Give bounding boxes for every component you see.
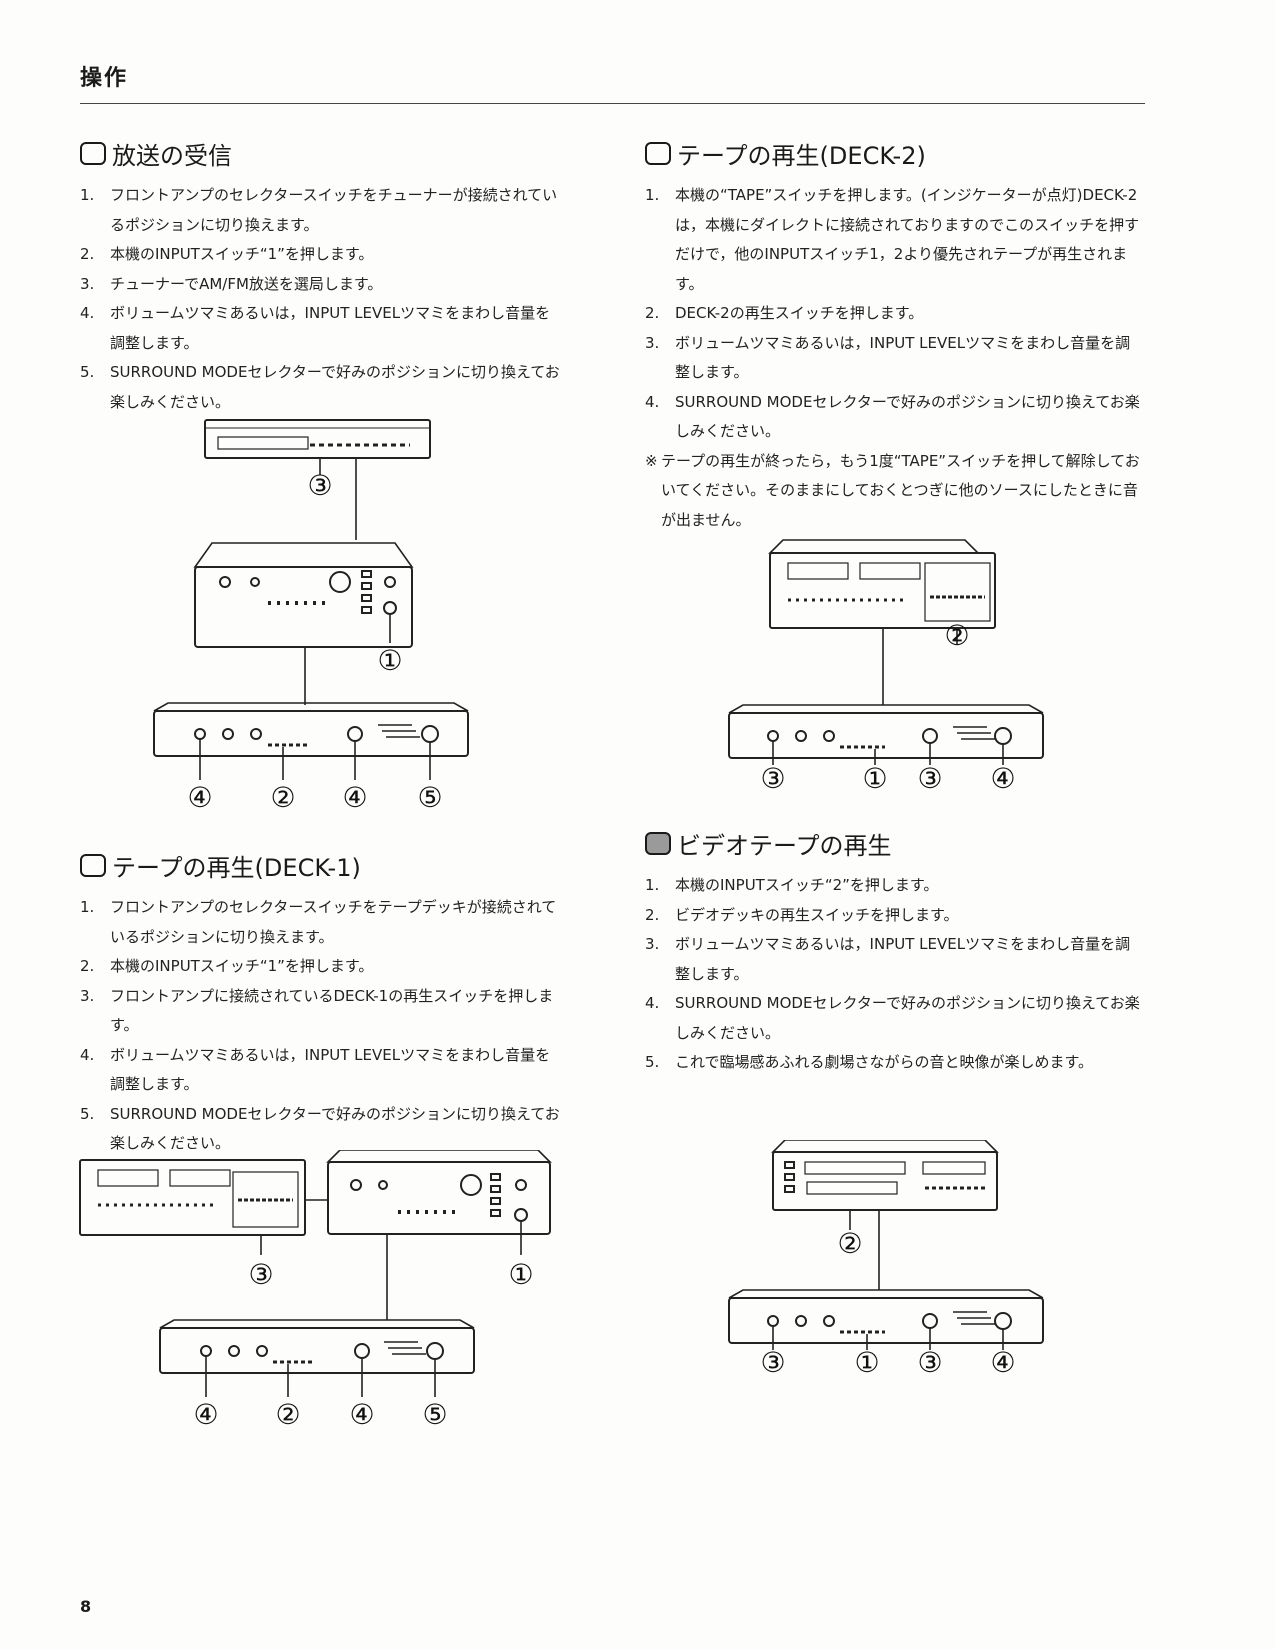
square-bullet-icon xyxy=(80,142,106,165)
list-item: 3.ボリュームツマミあるいは，INPUT LEVELツマミをまわし音量を調整しま… xyxy=(645,333,1131,382)
page-number: 8 xyxy=(80,1597,92,1616)
section-deck2: テープの再生(DECK-2) 1.本機の“TAPE”スイッチを押します。(インジ… xyxy=(645,136,1145,535)
callout-label: ④ xyxy=(990,1346,1015,1379)
section-radio: 放送の受信 1.フロントアンプのセレクタースイッチをチューナーが接続されているポ… xyxy=(80,136,560,417)
step-list: 1.本機の“TAPE”スイッチを押します。(インジケーターが点灯)DECK-2は… xyxy=(645,181,1145,447)
callout-label: ③ xyxy=(307,469,332,502)
section-video: ビデオテープの再生 1.本機のINPUTスイッチ“2”を押します。 2.ビデオデ… xyxy=(645,826,1145,1078)
list-item: 3.チューナーでAM/FM放送を選局します。 xyxy=(80,274,383,293)
list-item: 5.これで臨場感あふれる劇場さながらの音と映像が楽しめます。 xyxy=(645,1053,1094,1071)
list-item: 3.ボリュームツマミあるいは，INPUT LEVELツマミをまわし音量を調整しま… xyxy=(645,935,1131,983)
callout-label: ③ xyxy=(917,762,942,795)
diagram-deck1: ③ ① ④ ② ④ ⑤ xyxy=(79,1150,552,1431)
list-item: 5.SURROUND MODEセレクターで好みのポジションに切り換えてお楽しみく… xyxy=(80,363,560,411)
diagram-radio: ③ ① ④ ② ④ ⑤ xyxy=(153,419,469,814)
callout-label: ④ xyxy=(990,762,1015,795)
list-item: 4.ボリュームツマミあるいは，INPUT LEVELツマミをまわし音量を調整しま… xyxy=(80,1045,551,1094)
section-heading: テープの再生(DECK-1) xyxy=(80,848,560,883)
video-deck-illustration xyxy=(771,1140,999,1211)
callout-label: ④ xyxy=(187,781,212,814)
list-item: 1.本機のINPUTスイッチ“2”を押します。 xyxy=(645,876,939,894)
callout-label: ⑤ xyxy=(422,1398,447,1431)
cassette-deck-illustration xyxy=(79,1159,306,1236)
callout-label: ④ xyxy=(349,1398,374,1431)
list-item: 5.SURROUND MODEセレクターで好みのポジションに切り換えてお楽しみく… xyxy=(80,1104,560,1153)
callout-label: ① xyxy=(377,644,402,677)
section-deck1: テープの再生(DECK-1) 1.フロントアンプのセレクタースイッチをテープデッ… xyxy=(80,848,560,1159)
list-item: 4.SURROUND MODEセレクターで好みのポジションに切り換えてお楽しみく… xyxy=(645,392,1140,441)
callout-label: ① xyxy=(508,1258,533,1291)
section-heading: ビデオテープの再生 xyxy=(645,826,1145,861)
callout-label: ⑤ xyxy=(417,781,442,814)
amplifier-illustration xyxy=(326,1150,552,1235)
step-list: 1.フロントアンプのセレクタースイッチをテープデッキが接続されているポジションに… xyxy=(80,893,560,1159)
heading-text: テープの再生(DECK-2) xyxy=(677,142,926,170)
callout-label: ④ xyxy=(342,781,367,814)
callout-label: ③ xyxy=(760,762,785,795)
diagram-deck2: ② ③ ① ③ ④ xyxy=(728,539,1044,795)
heading-text: 放送の受信 xyxy=(112,142,232,170)
note: ※ テープの再生が終ったら，もう1度“TAPE”スイッチを押して解除しておいてく… xyxy=(645,451,1140,529)
surround-unit-illustration xyxy=(159,1319,475,1374)
list-item: 1.フロントアンプのセレクタースイッチをチューナーが接続されているポジションに切… xyxy=(80,186,558,234)
square-bullet-icon xyxy=(80,854,106,877)
list-item: 1.フロントアンプのセレクタースイッチをテープデッキが接続されているポジションに… xyxy=(80,898,557,946)
callout-label: ② xyxy=(275,1398,300,1431)
surround-unit-illustration xyxy=(728,704,1044,759)
step-list: 1.フロントアンプのセレクタースイッチをチューナーが接続されているポジションに切… xyxy=(80,181,560,417)
tuner-illustration xyxy=(204,419,431,459)
step-list: 1.本機のINPUTスイッチ“2”を押します。 2.ビデオデッキの再生スイッチを… xyxy=(645,871,1145,1078)
header-rule xyxy=(80,103,1145,104)
heading-text: テープの再生(DECK-1) xyxy=(112,854,361,882)
callout-label: ④ xyxy=(193,1398,218,1431)
diagram-video: ② ③ ① ③ ④ xyxy=(728,1140,1044,1379)
callout-label: ③ xyxy=(248,1258,273,1291)
list-item: 1.本機の“TAPE”スイッチを押します。(インジケーターが点灯)DECK-2は… xyxy=(645,186,1140,293)
callout-label: ② xyxy=(837,1227,862,1260)
square-bullet-icon xyxy=(645,832,671,855)
list-item: 3.フロントアンプに接続されているDECK-1の再生スイッチを押します。 xyxy=(80,986,554,1035)
page-title: 操作 xyxy=(80,66,129,91)
callout-label: ③ xyxy=(917,1346,942,1379)
callout-label: ① xyxy=(862,762,887,795)
callout-label: ③ xyxy=(760,1346,785,1379)
list-item: 4.ボリュームツマミあるいは，INPUT LEVELツマミをまわし音量を調整しま… xyxy=(80,304,551,352)
cassette-deck-illustration xyxy=(768,539,996,629)
amplifier-illustration xyxy=(193,542,414,648)
callout-label: ② xyxy=(270,781,295,814)
section-heading: テープの再生(DECK-2) xyxy=(645,136,1145,171)
surround-unit-illustration xyxy=(728,1289,1044,1344)
list-item: 2.本機のINPUTスイッチ“1”を押します。 xyxy=(80,245,374,263)
heading-text: ビデオテープの再生 xyxy=(677,832,892,860)
section-heading: 放送の受信 xyxy=(80,136,560,171)
list-item: 2.DECK-2の再生スイッチを押します。 xyxy=(645,304,924,322)
square-bullet-icon xyxy=(645,142,671,165)
callout-label: ① xyxy=(854,1346,879,1379)
list-item: 2.本機のINPUTスイッチ“1”を押します。 xyxy=(80,957,374,975)
callout-label: ② xyxy=(944,619,969,652)
list-item: 2.ビデオデッキの再生スイッチを押します。 xyxy=(645,905,959,924)
list-item: 4.SURROUND MODEセレクターで好みのポジションに切り換えてお楽しみく… xyxy=(645,994,1140,1042)
surround-unit-illustration xyxy=(153,702,469,757)
